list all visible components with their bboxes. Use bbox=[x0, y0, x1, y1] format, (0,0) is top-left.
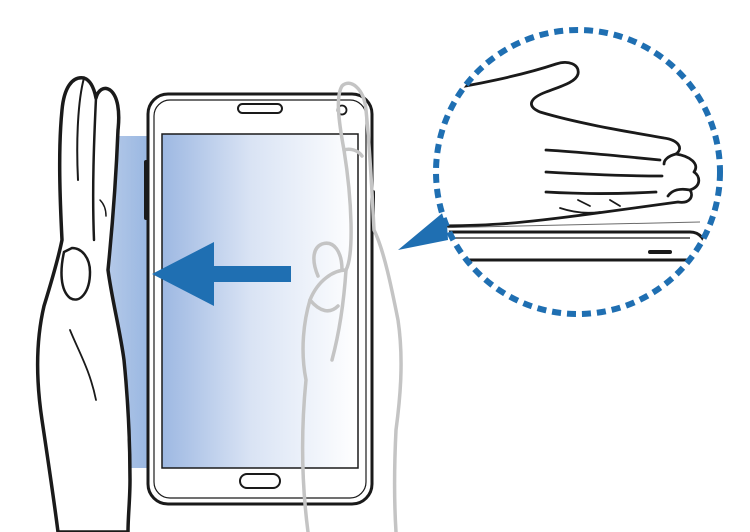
phone-screen bbox=[161, 133, 359, 469]
phone-home-button bbox=[239, 473, 281, 489]
hand-right-ghost-icon bbox=[300, 81, 403, 532]
swipe-arrow-left-icon bbox=[152, 242, 291, 306]
phone-speaker bbox=[237, 103, 283, 114]
phone-front bbox=[144, 92, 375, 506]
hand-side-edge-icon bbox=[436, 61, 701, 228]
hand-left-solid-icon bbox=[35, 76, 132, 532]
detail-callout-circle-icon bbox=[433, 27, 723, 317]
callout-pointer bbox=[398, 210, 448, 250]
